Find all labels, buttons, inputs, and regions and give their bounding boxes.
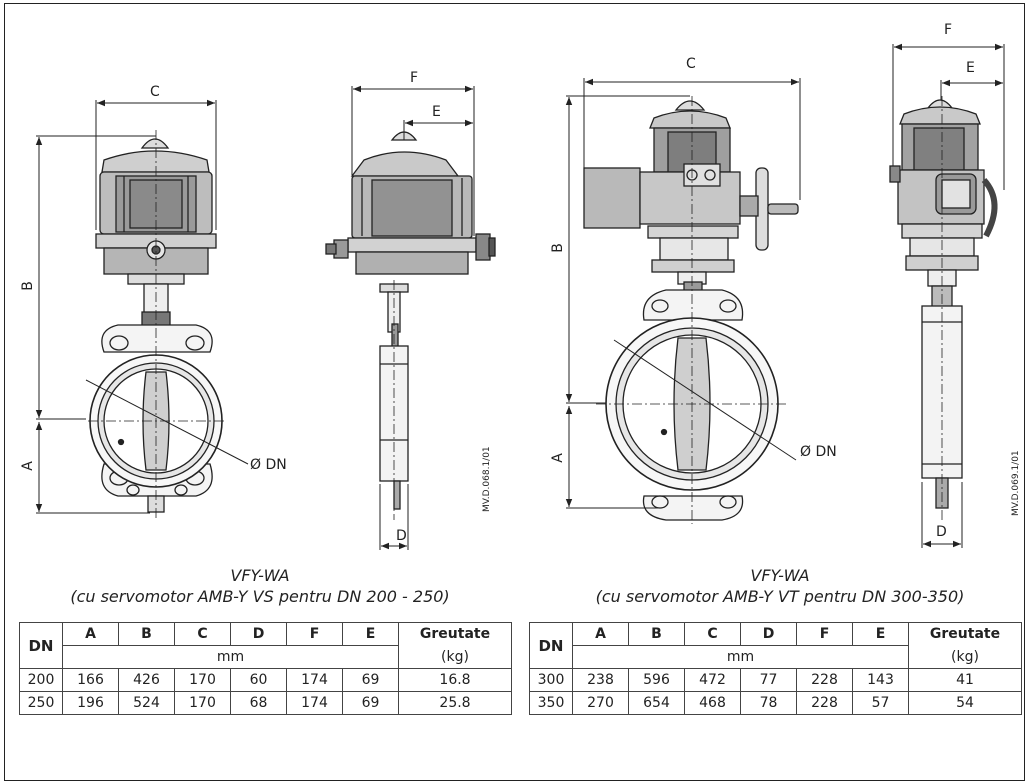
left-header-b: B: [118, 622, 175, 646]
left-header-e: E: [342, 622, 399, 646]
left-dim-a: A: [20, 461, 36, 471]
left-drawing-code: MV.D.068.1/01: [482, 446, 492, 512]
left-dim-d: D: [396, 528, 407, 544]
left-dim-f: F: [410, 70, 418, 86]
left-r1-b: 524: [118, 691, 175, 715]
right-header-b: B: [628, 622, 685, 646]
left-header-c: C: [174, 622, 231, 646]
left-unit-kg: (kg): [398, 645, 512, 669]
left-caption-subtitle: (cu servomotor AMB-Y VS pentru DN 200 - …: [70, 587, 450, 606]
right-r1-b: 654: [628, 691, 685, 715]
right-r0-d: 77: [740, 668, 797, 692]
right-spec-table: DN A B C D F E Greutate mm (kg) 300 238 …: [529, 622, 1022, 715]
left-r1-dn: 250: [19, 691, 63, 715]
right-r0-dn: 300: [529, 668, 573, 692]
right-dim-a: A: [550, 453, 566, 463]
right-r1-d: 78: [740, 691, 797, 715]
right-header-a: A: [572, 622, 629, 646]
left-header-weight: Greutate: [398, 622, 512, 646]
right-r0-a: 238: [572, 668, 629, 692]
right-dimensions: [565, 78, 801, 509]
table-row: 250 196 524 170 68 174 69 25.8: [19, 691, 512, 715]
right-r1-weight: 54: [908, 691, 1022, 715]
left-dim-b: B: [20, 281, 36, 291]
left-side-dimensions: [351, 85, 475, 550]
right-dim-f: F: [944, 22, 952, 38]
left-r1-f: 174: [286, 691, 343, 715]
right-dim-c: C: [686, 56, 696, 72]
left-side-view: [325, 131, 496, 520]
right-header-d: D: [740, 622, 797, 646]
left-dim-c: C: [150, 84, 160, 100]
left-header-f: F: [286, 622, 343, 646]
right-header-dn: DN: [529, 622, 573, 669]
left-r0-weight: 16.8: [398, 668, 512, 692]
right-dim-d: D: [936, 524, 947, 540]
right-dim-e: E: [966, 60, 975, 76]
right-r1-a: 270: [572, 691, 629, 715]
right-caption: VFY-WA (cu servomotor AMB-Y VT pentru DN…: [560, 565, 1000, 607]
right-front-view: [583, 96, 799, 524]
left-r0-a: 166: [62, 668, 119, 692]
right-r0-e: 143: [852, 668, 909, 692]
right-r0-b: 596: [628, 668, 685, 692]
left-dim-dn: Ø DN: [250, 457, 287, 473]
left-caption: VFY-WA (cu servomotor AMB-Y VS pentru DN…: [40, 565, 480, 607]
left-r0-c: 170: [174, 668, 231, 692]
right-side-dimensions: [892, 43, 1005, 548]
left-r1-weight: 25.8: [398, 691, 512, 715]
left-r1-d: 68: [230, 691, 287, 715]
right-dim-b: B: [550, 243, 566, 253]
left-r1-a: 196: [62, 691, 119, 715]
right-r0-f: 228: [796, 668, 853, 692]
right-r1-c: 468: [684, 691, 741, 715]
left-r0-f: 174: [286, 668, 343, 692]
table-row: 300 238 596 472 77 228 143 41: [529, 668, 1022, 692]
right-header-e: E: [852, 622, 909, 646]
right-r1-e: 57: [852, 691, 909, 715]
right-caption-subtitle: (cu servomotor AMB-Y VT pentru DN 300-35…: [595, 587, 965, 606]
right-r0-weight: 41: [908, 668, 1022, 692]
right-header-weight: Greutate: [908, 622, 1022, 646]
left-caption-title: VFY-WA: [230, 566, 290, 585]
left-r1-c: 170: [174, 691, 231, 715]
left-r0-dn: 200: [19, 668, 63, 692]
right-header-f: F: [796, 622, 853, 646]
right-dim-dn: Ø DN: [800, 444, 837, 460]
right-unit-mm: mm: [572, 645, 909, 669]
left-dim-e: E: [432, 104, 441, 120]
right-caption-title: VFY-WA: [750, 566, 810, 585]
left-r0-b: 426: [118, 668, 175, 692]
left-r0-e: 69: [342, 668, 399, 692]
right-r1-f: 228: [796, 691, 853, 715]
table-row: 200 166 426 170 60 174 69 16.8: [19, 668, 512, 692]
drawing-frame: [4, 3, 1025, 781]
right-header-c: C: [684, 622, 741, 646]
left-unit-mm: mm: [62, 645, 399, 669]
left-spec-table: DN A B C D F E Greutate mm (kg) 200 166 …: [19, 622, 512, 715]
right-r0-c: 472: [684, 668, 741, 692]
table-row: 350 270 654 468 78 228 57 54: [529, 691, 1022, 715]
left-header-d: D: [230, 622, 287, 646]
left-front-view: [85, 130, 249, 520]
right-side-view: [889, 96, 998, 520]
right-unit-kg: (kg): [908, 645, 1022, 669]
right-r1-dn: 350: [529, 691, 573, 715]
left-r0-d: 60: [230, 668, 287, 692]
right-drawing-code: MV.D.069.1/01: [1011, 450, 1021, 516]
left-r1-e: 69: [342, 691, 399, 715]
left-header-a: A: [62, 622, 119, 646]
left-header-dn: DN: [19, 622, 63, 669]
left-dimensions: [35, 99, 217, 514]
